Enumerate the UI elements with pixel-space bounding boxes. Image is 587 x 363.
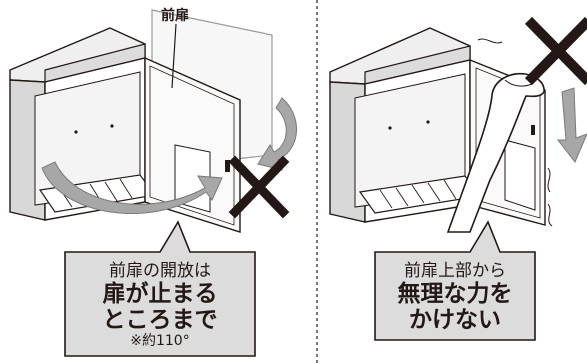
left-caption: 前扉の開放は 扉が止まる ところまで ※約110° (70, 261, 250, 349)
right-caption: 前扉上部から 無理な力を かけない (380, 261, 530, 333)
x-mark-icon (524, 16, 587, 86)
right-caption-line3: かけない (409, 307, 501, 333)
down-arrow-icon (556, 87, 587, 163)
door-label-pointer (171, 23, 177, 89)
x-mark-icon (228, 155, 290, 219)
left-cabinet (9, 9, 297, 357)
left-caption-line1: 前扉の開放は (109, 261, 211, 281)
left-caption-note: ※約110° (130, 333, 190, 349)
right-callout-bubble (374, 220, 536, 341)
swing-arrow (41, 161, 223, 215)
curved-arrow-icon (257, 97, 297, 171)
left-caption-line2: 扉が止まる (102, 281, 218, 307)
hand-arm (446, 72, 545, 233)
left-callout-bubble (64, 220, 256, 357)
door-label: 前扉 (161, 8, 189, 24)
left-caption-line3: ところまで (102, 307, 218, 333)
right-caption-line2: 無理な力を (397, 281, 513, 307)
right-cabinet (329, 16, 587, 341)
right-caption-line1: 前扉上部から (404, 261, 506, 281)
